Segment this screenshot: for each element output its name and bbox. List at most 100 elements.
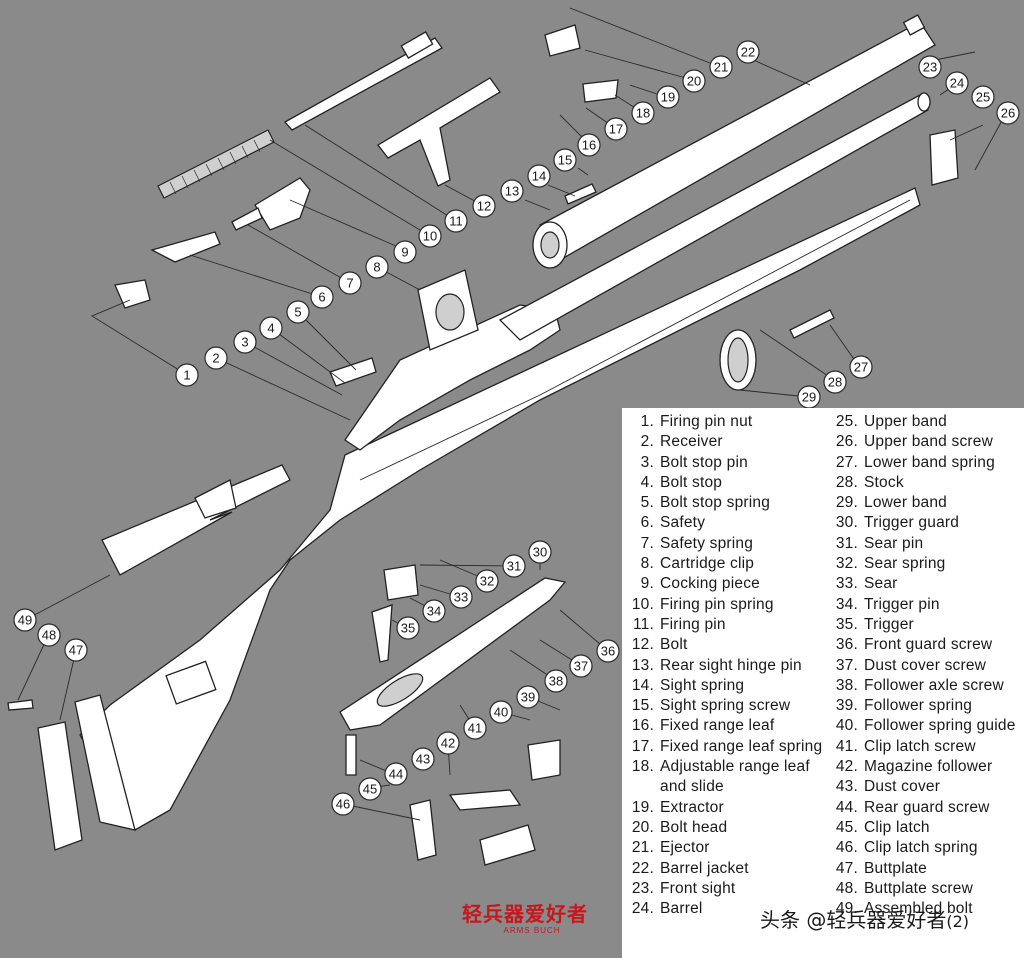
legend-item-number: 25.: [835, 413, 858, 430]
callout-37: 37: [569, 654, 593, 678]
legend-item-number: 24.: [631, 900, 654, 918]
legend-item-number: 3.: [640, 453, 654, 471]
svg-text:35: 35: [401, 621, 415, 636]
callout-30: 30: [528, 540, 552, 564]
legend-item-name: Follower spring: [864, 697, 973, 715]
svg-text:33: 33: [454, 590, 468, 605]
legend-item: 30. Trigger guard: [828, 513, 1024, 533]
legend-item: 11.Firing pin: [624, 615, 828, 635]
svg-text:37: 37: [574, 659, 588, 674]
clip-latch-part: [409, 799, 437, 861]
legend-item-number: 1.: [640, 413, 654, 430]
legend-item-name: Follower spring guide: [864, 717, 1016, 735]
legend-item-number: 23.: [631, 879, 654, 897]
svg-text:28: 28: [828, 375, 842, 390]
svg-text:19: 19: [661, 90, 675, 105]
svg-text:39: 39: [521, 690, 535, 705]
svg-text:3: 3: [241, 335, 248, 350]
callout-32: 32: [475, 569, 499, 593]
legend-item: 24. Barrel: [624, 899, 828, 919]
callout-3: 3: [233, 330, 257, 354]
callout-46: 46: [331, 792, 355, 816]
legend-item-number: 30.: [835, 514, 858, 532]
sear-part: [383, 564, 419, 601]
adjustable-leaf-part: [582, 79, 619, 103]
legend-item-name: Barrel: [660, 900, 703, 918]
svg-text:13: 13: [505, 184, 519, 199]
callout-47: 47: [64, 638, 88, 662]
legend-item: 47.Buttplate: [828, 859, 1024, 879]
callout-11: 11: [444, 209, 468, 233]
legend-item-number: 10.: [631, 595, 654, 613]
callout-22: 22: [736, 40, 760, 64]
legend-item: 34.Trigger pin: [828, 595, 1024, 615]
legend-item: 14.Sight spring: [624, 676, 828, 696]
legend-item-number: 34.: [835, 595, 858, 613]
stock-sling-plate: [165, 660, 217, 705]
callout-33: 33: [449, 585, 473, 609]
legend-item: 16. Fixed range leaf: [624, 716, 828, 736]
legend-item-name: Cocking piece: [660, 575, 760, 593]
svg-text:12: 12: [477, 199, 491, 214]
legend-item: 19. Extractor: [624, 798, 828, 818]
legend-item-name: Sear pin: [864, 534, 924, 552]
legend-item-number: 7.: [640, 534, 654, 552]
svg-text:40: 40: [494, 705, 508, 720]
legend-item: 3.Bolt stop pin: [624, 453, 828, 473]
legend-item-name: Stock: [864, 473, 904, 491]
legend-item-name: Fixed range leaf: [660, 717, 775, 735]
legend-item-number: 19.: [631, 798, 654, 816]
legend-item-name: Rear guard screw: [864, 798, 990, 816]
legend-item-name: Safety: [660, 514, 706, 532]
legend-item: 22.Barrel jacket: [624, 859, 828, 879]
source-text: 头条 @轻兵器爱好者: [760, 908, 947, 932]
legend-item-name: Clip latch spring: [864, 839, 978, 857]
legend-item-name: Upper band: [864, 413, 948, 430]
callout-17: 17: [604, 117, 628, 141]
svg-text:17: 17: [609, 122, 623, 137]
svg-text:24: 24: [950, 76, 964, 91]
legend-item-name: Extractor: [660, 798, 724, 816]
callout-21: 21: [709, 55, 733, 79]
callout-36: 36: [596, 639, 620, 663]
svg-text:4: 4: [267, 321, 274, 336]
legend-item: 37.Dust cover screw: [828, 656, 1024, 676]
legend-item: 45.Clip latch: [828, 818, 1024, 838]
legend-item-number: 31.: [835, 534, 858, 552]
legend-item-number: 28.: [835, 473, 858, 491]
legend-item-number: 37.: [835, 656, 858, 674]
svg-text:18: 18: [636, 106, 650, 121]
source-credit: 头条 @轻兵器爱好者(2): [760, 904, 969, 933]
legend-item-number: 46.: [835, 839, 858, 857]
rear-sight-leaf-part: [564, 183, 597, 205]
buttplate-screw-part: [7, 699, 34, 711]
assembled-bolt-part: [101, 464, 291, 576]
legend-item-number: 16.: [631, 717, 654, 735]
legend-item-name: Trigger guard: [864, 514, 960, 532]
cocking-piece-part: [254, 177, 311, 231]
callout-48: 48: [37, 623, 61, 647]
callout-8: 8: [365, 255, 389, 279]
legend-item-number: 5.: [640, 494, 654, 512]
svg-text:9: 9: [401, 245, 408, 260]
callout-27: 27: [849, 355, 873, 379]
svg-text:49: 49: [18, 613, 32, 628]
legend-item-number: 38.: [835, 676, 858, 694]
legend-item-number: 12.: [631, 636, 654, 654]
legend-item: 49.Assembled bolt: [828, 899, 1024, 919]
legend-item-number: 39.: [835, 697, 858, 715]
stock-butt-part: [74, 694, 136, 831]
svg-text:26: 26: [1001, 106, 1015, 121]
magazine-follower-part: [479, 824, 536, 866]
legend-item-number: 29.: [835, 494, 858, 512]
legend-item: 5.Bolt stop spring: [624, 493, 828, 513]
svg-text:10: 10: [423, 229, 437, 244]
legend-item-name: Ejector: [660, 839, 710, 857]
legend-item-name: Cartridge clip: [660, 555, 755, 573]
legend-item-number: 43.: [835, 778, 858, 796]
buttplate-part: [37, 721, 83, 851]
callout-35: 35: [396, 616, 420, 640]
